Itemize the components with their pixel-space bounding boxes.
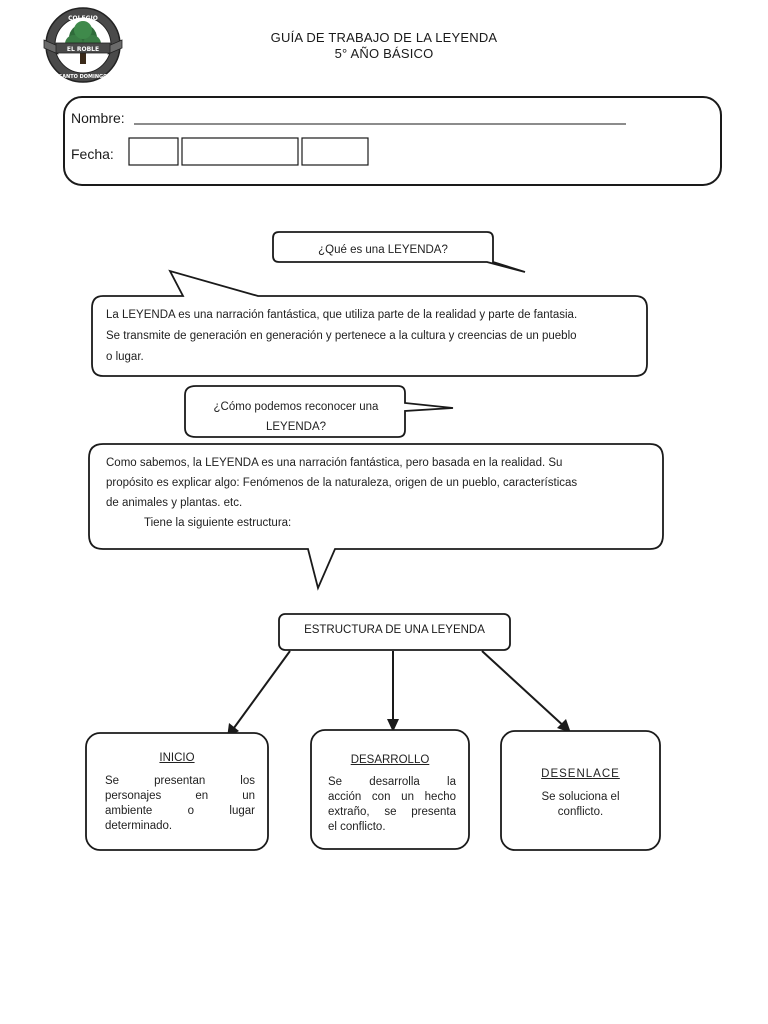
date-month-box [181,137,299,166]
question-1-text: ¿Qué es una LEYENDA? [318,244,448,256]
school-seal-logo [43,7,123,83]
form-box [63,96,722,186]
date-month-field[interactable] [183,139,297,164]
arrow-head-right [557,719,571,733]
answer-bubble-2 [88,443,664,591]
name-field[interactable] [134,106,626,124]
part-desarrollo-title: DESARROLLO [350,754,430,766]
seal-text-layer: COLEGIO EL ROBLE SANTO DOMINGO [59,15,108,80]
part-desenlace-body: Se soluciona el conflicto. [501,790,660,820]
seal-top-text: COLEGIO [68,15,98,22]
date-year-box [301,137,369,166]
date-day-box [128,137,179,166]
name-label: Nombre: [71,110,125,126]
part-desenlace-line-2: conflicto. [557,806,604,818]
question-2-line-1: ¿Cómo podemos reconocer una [213,401,379,413]
answer-2-line-2: propósito es explicar algo: Fenómenos de… [106,477,578,489]
part-inicio-line-4: determinado. [105,820,173,832]
part-inicio-line-1: Se presentan los [105,775,255,787]
worksheet-title: GUÍA DE TRABAJO DE LA LEYENDA [270,30,498,45]
structure-arrows [230,650,568,733]
structure-title-box [278,613,511,651]
part-desarrollo-body: Se desarrolla la acción con un hecho ext… [328,775,456,835]
answer-2-line-4: Tiene la siguiente estructura: [144,517,292,529]
part-box-desarrollo [310,729,470,850]
date-day-field[interactable] [130,139,177,164]
part-desarrollo-line-2: acción con un hecho [328,791,456,803]
part-box-inicio [85,732,269,851]
arrow-head-center [387,719,399,732]
answer-2-line-1: Como sabemos, la LEYENDA es una narració… [106,457,563,469]
part-inicio-body: Se presentan los personajes en un ambien… [105,774,255,834]
seal-banner-text: EL ROBLE [67,46,99,53]
part-desenlace-line-1: Se soluciona el [541,791,620,803]
answer-bubble-1 [91,269,648,377]
seal-bottom-text: SANTO DOMINGO [59,74,108,80]
part-box-desenlace [500,730,661,851]
date-year-field[interactable] [303,139,367,164]
question-2-line-2: LEYENDA? [265,421,327,433]
answer-1-line-2: Se transmite de generación en generación… [106,330,577,342]
part-inicio-line-3: ambiente o lugar [105,805,255,817]
answer-1-text: La LEYENDA es una narración fantástica, … [106,305,646,368]
part-desarrollo-line-4: el conflicto. [328,821,386,833]
answer-2-line-3: de animales y plantas. etc. [106,497,243,509]
answer-1-line-3: o lugar. [106,351,144,363]
part-desenlace-title: DESENLACE [541,768,620,780]
question-bubble-2 [184,385,454,438]
part-desarrollo-line-3: extraño, se presenta [328,806,456,818]
part-inicio-title: INICIO [159,752,195,764]
structure-title: ESTRUCTURA DE UNA LEYENDA [304,624,485,636]
question-bubble-1 [272,231,526,273]
answer-2-text: Como sabemos, la LEYENDA es una narració… [106,453,658,533]
date-label: Fecha: [71,146,114,162]
grade-subtitle: 5° AÑO BÁSICO [334,46,434,61]
question-2-text: ¿Cómo podemos reconocer una LEYENDA? [190,397,402,437]
answer-1-line-1: La LEYENDA es una narración fantástica, … [106,309,578,321]
part-inicio-line-2: personajes en un [105,790,255,802]
part-desarrollo-line-1: Se desarrolla la [328,776,456,788]
